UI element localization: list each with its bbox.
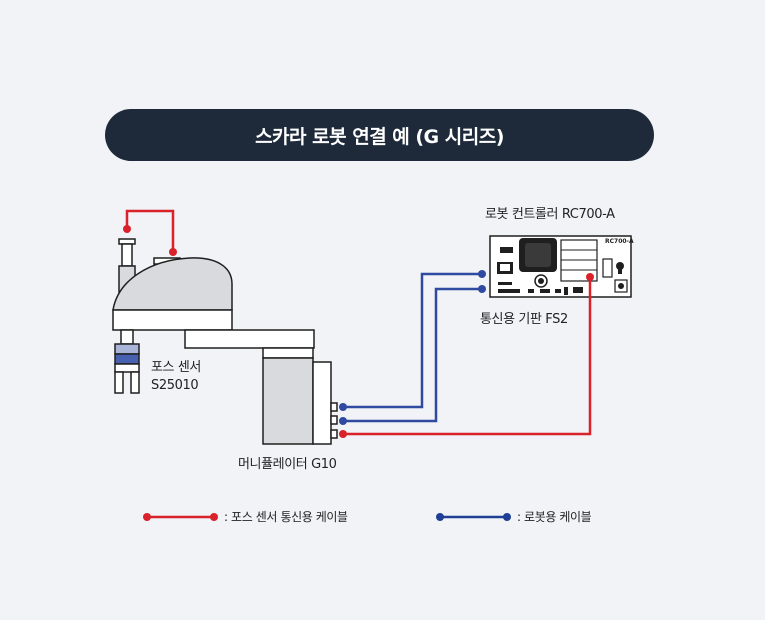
- robot-cables: [343, 272, 482, 423]
- force-sensor-comm-cable: [339, 273, 594, 438]
- title-banner: 스카라 로봇 연결 예 (G 시리즈): [105, 109, 654, 161]
- force-sensor-label: 포스 센서: [151, 360, 201, 375]
- legend-force-sensor-cable: : 포스 센서 통신용 케이블: [224, 510, 348, 524]
- legend-blue-line: [436, 513, 511, 521]
- comm-board-label: 통신용 기판 FS2: [480, 312, 568, 327]
- controller-panel-label: RC700-A: [605, 238, 634, 245]
- legend-robot-cable: : 로봇용 케이블: [517, 510, 592, 524]
- legend-red-line: [143, 513, 218, 521]
- force-sensor-cable: [123, 209, 177, 256]
- controller-label: 로봇 컨트롤러 RC700-A: [485, 207, 615, 222]
- force-sensor-model: S25010: [151, 378, 199, 393]
- scara-robot: [112, 238, 338, 445]
- manipulator-label: 머니퓰레이터 G10: [238, 457, 337, 472]
- page-title: 스카라 로봇 연결 예 (G 시리즈): [255, 125, 504, 148]
- robot-controller: RC700-A: [489, 235, 634, 298]
